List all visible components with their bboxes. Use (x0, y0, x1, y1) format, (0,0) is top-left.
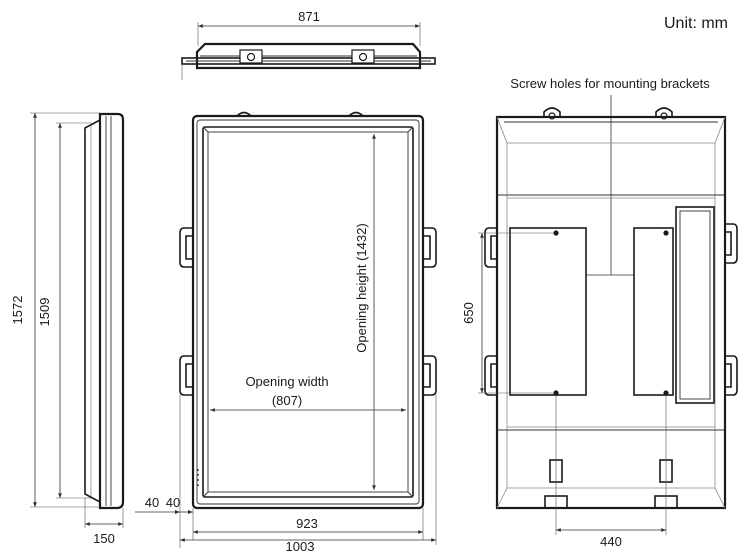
dim-opening-height: Opening height (1432) (354, 223, 369, 352)
top-view: 871 (181, 9, 436, 80)
mounting-hole-icon (663, 230, 669, 236)
bracket-screw-icon (246, 52, 256, 62)
mounting-hole-icon (553, 390, 559, 396)
front-view: Opening height (1432) Opening width (807… (135, 111, 437, 553)
side-view: 1572 1509 150 (10, 112, 125, 546)
dim-margin-left: 40 (145, 495, 159, 510)
bracket-screw-icon (358, 52, 368, 62)
callout-screw-holes: Screw holes for mounting brackets (510, 76, 710, 91)
dim-margin-right: 40 (166, 495, 180, 510)
dim-hole-horizontal: 440 (600, 534, 622, 549)
dim-inner-height: 1509 (37, 298, 52, 327)
dim-opening-width-value: (807) (272, 393, 302, 408)
mounting-hole-icon (663, 390, 669, 396)
dim-opening-width-label: Opening width (245, 374, 328, 389)
dim-inner-width: 923 (296, 516, 318, 531)
dim-total-width: 1003 (286, 539, 315, 553)
dim-total-height: 1572 (10, 296, 25, 325)
dim-hole-vertical: 650 (461, 302, 476, 324)
dim-depth: 150 (93, 531, 115, 546)
rear-view: Screw holes for mounting brackets (461, 76, 738, 549)
dim-top-width: 871 (298, 9, 320, 24)
mounting-hole-icon (553, 230, 559, 236)
unit-label: Unit: mm (664, 15, 728, 32)
